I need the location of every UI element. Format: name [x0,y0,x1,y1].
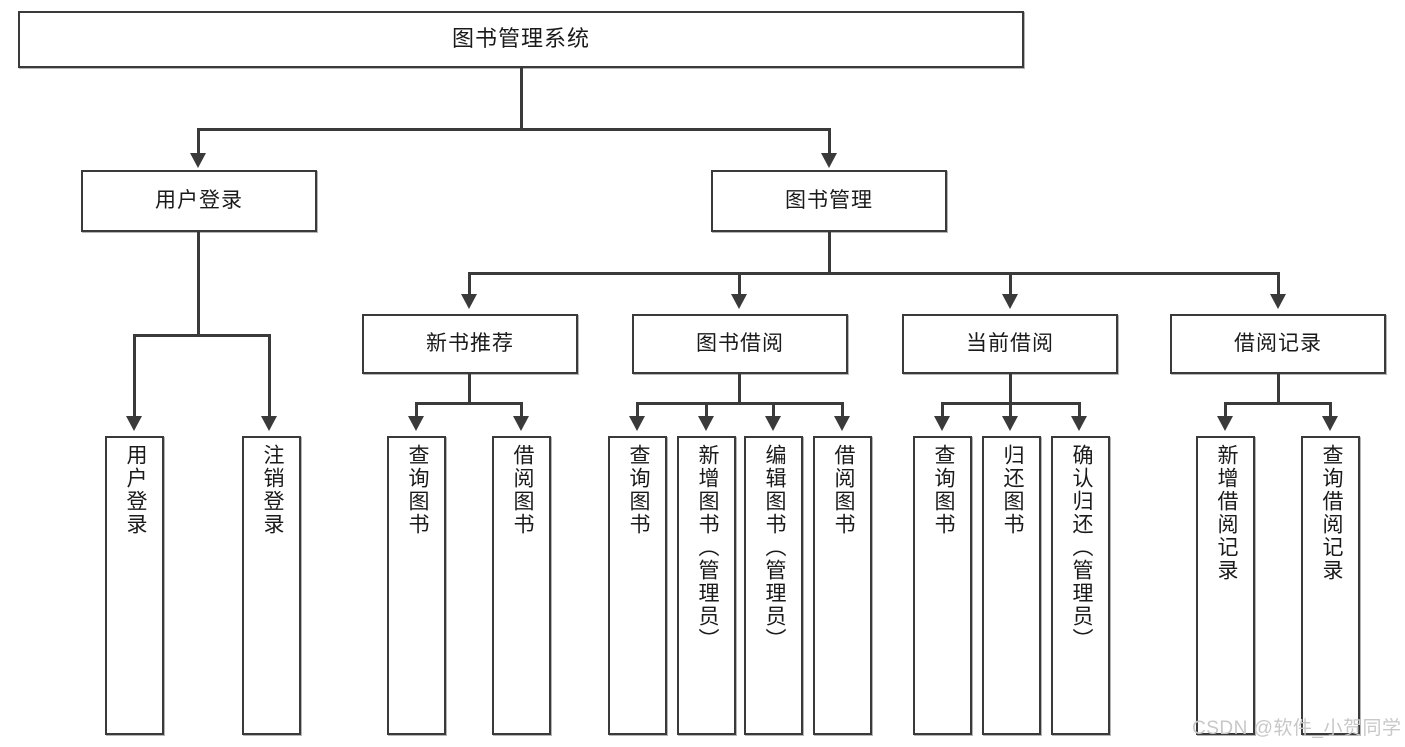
leaf-label: 查询图书 [626,444,650,536]
leaf-borrow-book-newbook[interactable]: 借阅图书 [492,436,551,735]
leaf-add-borrow-record[interactable]: 新增借阅记录 [1196,436,1255,735]
arrowhead-to-user-login [190,153,206,168]
leaf-return-book[interactable]: 归还图书 [982,436,1041,735]
connector-to-user-login [197,128,200,155]
arrowhead-current-borrow-leaf2 [1002,416,1018,431]
leaf-label: 查询图书 [405,444,429,536]
connector-new-book-bus [415,402,523,405]
node-new-book-recommend[interactable]: 新书推荐 [362,314,578,374]
leaf-label: 归还图书 [1000,444,1024,536]
node-borrow-record[interactable]: 借阅记录 [1170,314,1386,374]
leaf-confirm-return-admin[interactable]: 确认归还（管理员） [1051,436,1110,735]
connector-level3-bus [468,272,1280,275]
connector-user-login-stem [197,232,200,337]
arrowhead-current-borrow-leaf3 [1071,416,1087,431]
node-label: 图书借阅 [696,332,784,356]
connector-user-login-bus [133,334,268,337]
leaf-label: 查询图书 [931,444,955,536]
connector-to-current-borrow [1009,272,1012,296]
leaf-borrow-book[interactable]: 借阅图书 [813,436,872,735]
node-label: 图书管理系统 [451,26,590,52]
arrowhead-new-book-leaf1 [408,416,424,431]
connector-borrow-record-leaf2 [1329,402,1332,418]
node-book-borrow[interactable]: 图书借阅 [632,314,848,374]
connector-current-borrow-stem [1009,374,1012,404]
leaf-label: 注销登录 [260,444,284,536]
connector-current-borrow-leaf1 [941,402,944,418]
connector-borrow-record-leaf1 [1224,402,1227,418]
connector-to-new-book [468,272,471,296]
connector-book-borrow-bus [636,402,844,405]
arrowhead-new-book-leaf2 [513,416,529,431]
node-label: 新书推荐 [426,332,514,356]
node-label: 图书管理 [785,189,873,213]
node-book-management[interactable]: 图书管理 [711,170,947,232]
leaf-label: 新增借阅记录 [1214,444,1238,582]
arrowhead-to-book-borrow [731,294,747,309]
connector-new-book-leaf1 [415,402,418,418]
leaf-query-borrow-record[interactable]: 查询借阅记录 [1301,436,1360,735]
leaf-logout[interactable]: 注销登录 [242,436,301,735]
connector-user-login-leaf1 [133,334,136,418]
connector-book-borrow-stem [738,374,741,404]
arrowhead-current-borrow-leaf1 [934,416,950,431]
arrowhead-book-borrow-leaf4 [834,416,850,431]
connector-book-borrow-leaf3 [772,402,775,418]
connector-to-book-management [828,128,831,155]
connector-book-management-stem [828,232,831,274]
arrowhead-to-new-book [461,294,477,309]
connector-book-borrow-leaf4 [841,402,844,418]
connector-new-book-stem [468,374,471,404]
connector-book-borrow-leaf1 [636,402,639,418]
arrowhead-book-borrow-leaf1 [629,416,645,431]
node-label: 用户登录 [155,189,243,213]
arrowhead-user-login-leaf2 [261,416,277,431]
arrowhead-to-borrow-record [1270,294,1286,309]
node-label: 借阅记录 [1234,332,1322,356]
leaf-label: 用户登录 [123,444,147,536]
arrowhead-borrow-record-leaf2 [1322,416,1338,431]
connector-book-borrow-leaf2 [705,402,708,418]
leaf-label: 查询借阅记录 [1319,444,1343,582]
leaf-label: 编辑图书（管理员） [762,444,786,651]
connector-current-borrow-leaf3 [1078,402,1081,418]
leaf-add-book-admin[interactable]: 新增图书（管理员） [677,436,736,735]
leaf-query-book-current[interactable]: 查询图书 [913,436,972,735]
connector-to-book-borrow [738,272,741,296]
node-book-management-system[interactable]: 图书管理系统 [18,11,1024,68]
leaf-user-login[interactable]: 用户登录 [105,436,164,735]
connector-new-book-leaf2 [520,402,523,418]
connector-root-stem [520,68,523,130]
connector-current-borrow-leaf2 [1009,402,1012,418]
leaf-edit-book-admin[interactable]: 编辑图书（管理员） [744,436,803,735]
arrowhead-book-borrow-leaf3 [765,416,781,431]
arrowhead-book-borrow-leaf2 [698,416,714,431]
leaf-label: 新增图书（管理员） [695,444,719,651]
leaf-label: 借阅图书 [831,444,855,536]
leaf-query-book-borrow[interactable]: 查询图书 [608,436,667,735]
arrowhead-to-book-management [821,153,837,168]
node-user-login[interactable]: 用户登录 [81,170,317,232]
leaf-query-book-newbook[interactable]: 查询图书 [387,436,446,735]
connector-user-login-leaf2 [268,334,271,418]
node-label: 当前借阅 [966,332,1054,356]
leaf-label: 确认归还（管理员） [1069,444,1093,651]
arrowhead-borrow-record-leaf1 [1217,416,1233,431]
leaf-label: 借阅图书 [510,444,534,536]
connector-borrow-record-bus [1224,402,1332,405]
arrowhead-to-current-borrow [1002,294,1018,309]
connector-borrow-record-stem [1277,374,1280,404]
arrowhead-user-login-leaf1 [126,416,142,431]
connector-root-bus [197,128,831,131]
node-current-borrow[interactable]: 当前借阅 [902,314,1118,374]
connector-to-borrow-record [1277,272,1280,296]
